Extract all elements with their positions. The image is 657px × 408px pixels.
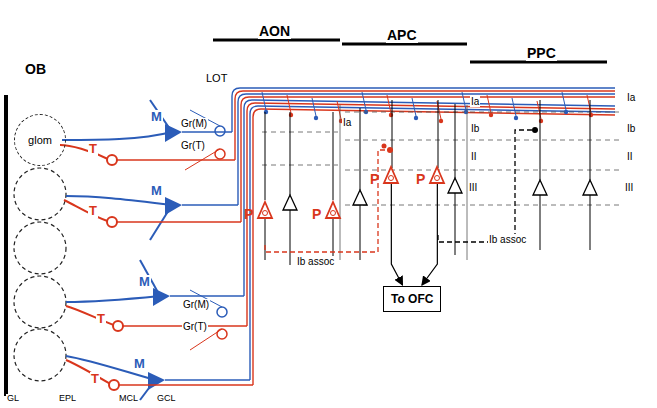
diagram-label: GCL (156, 394, 177, 404)
cell-body (324, 200, 342, 226)
diagram-label: Ib assoc (296, 256, 335, 267)
glomerulus-circle: glom (14, 114, 66, 166)
diagram-label: Ia (342, 117, 352, 128)
diagram-label: Gr(T) (182, 321, 208, 332)
node-text: To OFC (391, 292, 433, 306)
diagram-label: M (150, 110, 163, 124)
diagram-label: MCL (118, 394, 139, 404)
pyramidal-cell: P (312, 200, 343, 226)
diagram-label: Ia (626, 92, 636, 103)
pyramidal-cell: P (416, 165, 447, 191)
diagram-label: Ia (470, 96, 480, 107)
node-text: P (312, 206, 321, 222)
diagram-label: T (96, 312, 106, 326)
diagram-label: Gr(M) (182, 299, 210, 310)
diagram-label: Ib (470, 123, 480, 134)
diagram-label: OB (24, 62, 47, 77)
diagram-label: II (470, 151, 478, 162)
diagram-label: T (88, 204, 98, 218)
pyramidal-cell: P (244, 200, 275, 226)
diagram-label: III (468, 182, 478, 193)
diagram-label: EPL (58, 394, 77, 404)
diagram-label: GL (6, 394, 20, 404)
cell-body (428, 165, 446, 191)
node-text: P (244, 206, 253, 222)
diagram-label: Gr(T) (180, 140, 206, 151)
node-text: P (370, 171, 379, 187)
node-text: P (416, 171, 425, 187)
node-text: glom (28, 134, 52, 146)
projection-arrow (422, 183, 437, 285)
cell-body (382, 165, 400, 191)
diagram-label: LOT (205, 72, 228, 84)
diagram-label: PPC (526, 46, 557, 61)
diagram-label: T (90, 372, 100, 386)
pyramidal-cell: P (370, 165, 401, 191)
diagram-label: II (626, 151, 634, 162)
target-box: To OFC (383, 286, 441, 312)
projection-arrow (391, 183, 402, 285)
diagram-label: M (133, 357, 146, 371)
diagram-label: III (624, 182, 634, 193)
diagram-label: Ib assoc (488, 234, 527, 245)
diagram-label: M (150, 184, 163, 198)
diagram-label: AON (258, 24, 291, 39)
cell-body (256, 200, 274, 226)
diagram-label: APC (386, 28, 418, 43)
diagram-label: Ib (626, 123, 636, 134)
diagram-label: T (88, 142, 98, 156)
diagram-label: M (138, 275, 151, 289)
diagram-label: Gr(M) (180, 118, 208, 129)
